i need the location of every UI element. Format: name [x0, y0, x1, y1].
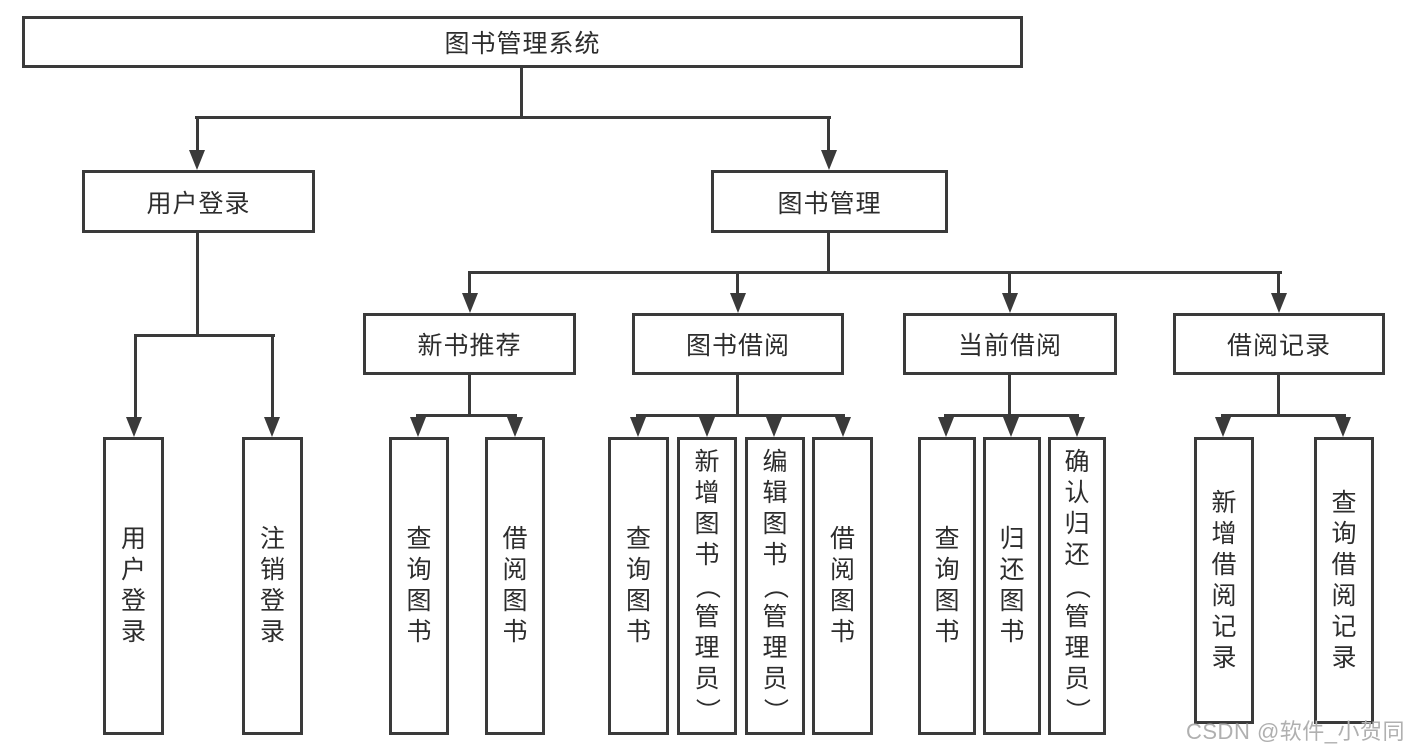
connector-line	[196, 116, 199, 156]
leaf-confirm-return-admin: 确认归还（管理员）	[1048, 437, 1106, 735]
leaf-logout: 注销登录	[242, 437, 303, 735]
arrow-down-icon	[507, 417, 523, 437]
leaf-edit-book-admin: 编辑图书（管理员）	[745, 437, 805, 735]
arrow-down-icon	[410, 417, 426, 437]
node-book-management: 图书管理	[711, 170, 948, 233]
connector-line	[1277, 374, 1280, 417]
arrow-down-icon	[462, 293, 478, 313]
leaf-user-login: 用户登录	[103, 437, 164, 735]
connector-line	[196, 232, 199, 337]
connector-line	[468, 271, 471, 301]
leaf-add-borrow-record: 新增借阅记录	[1194, 437, 1254, 724]
arrow-down-icon	[1271, 293, 1287, 313]
arrow-down-icon	[766, 417, 782, 437]
connector-line	[468, 271, 1282, 274]
connector-line	[520, 68, 523, 118]
connector-line	[636, 414, 845, 417]
connector-line	[1277, 271, 1280, 301]
arrow-down-icon	[1003, 417, 1019, 437]
node-borrow-records: 借阅记录	[1173, 313, 1385, 375]
connector-line	[736, 271, 739, 301]
arrow-down-icon	[835, 417, 851, 437]
node-root: 图书管理系统	[22, 16, 1023, 68]
leaf-query-borrow-record: 查询借阅记录	[1314, 437, 1374, 724]
arrow-down-icon	[821, 150, 837, 170]
arrow-down-icon	[189, 150, 205, 170]
connector-line	[134, 334, 275, 337]
connector-line	[468, 374, 471, 417]
node-book-borrow: 图书借阅	[632, 313, 844, 375]
arrow-down-icon	[1215, 417, 1231, 437]
connector-line	[1221, 414, 1346, 417]
arrow-down-icon	[699, 417, 715, 437]
connector-line	[827, 232, 830, 274]
leaf-borrow-books: 借阅图书	[812, 437, 873, 735]
connector-line	[1008, 271, 1011, 301]
connector-line	[134, 334, 137, 425]
leaf-borrow-books-recommend: 借阅图书	[485, 437, 545, 735]
arrow-down-icon	[1069, 417, 1085, 437]
arrow-down-icon	[730, 293, 746, 313]
leaf-query-books-current: 查询图书	[918, 437, 976, 735]
connector-line	[416, 414, 517, 417]
arrow-down-icon	[938, 417, 954, 437]
connector-line	[827, 116, 830, 156]
arrow-down-icon	[1335, 417, 1351, 437]
node-current-borrow: 当前借阅	[903, 313, 1117, 375]
connector-line	[1008, 374, 1011, 417]
csdn-watermark: CSDN @软件_小贺同学	[1186, 719, 1405, 744]
arrow-down-icon	[1002, 293, 1018, 313]
node-new-book-recommend: 新书推荐	[363, 313, 576, 375]
connector-line	[736, 374, 739, 417]
arrow-down-icon	[264, 417, 280, 437]
connector-line	[195, 116, 831, 119]
leaf-query-books-recommend: 查询图书	[389, 437, 449, 735]
leaf-add-book-admin: 新增图书（管理员）	[677, 437, 737, 735]
arrow-down-icon	[630, 417, 646, 437]
leaf-return-books: 归还图书	[983, 437, 1041, 735]
connector-line	[271, 334, 274, 425]
leaf-query-books-borrow: 查询图书	[608, 437, 669, 735]
arrow-down-icon	[126, 417, 142, 437]
node-user-login: 用户登录	[82, 170, 315, 233]
